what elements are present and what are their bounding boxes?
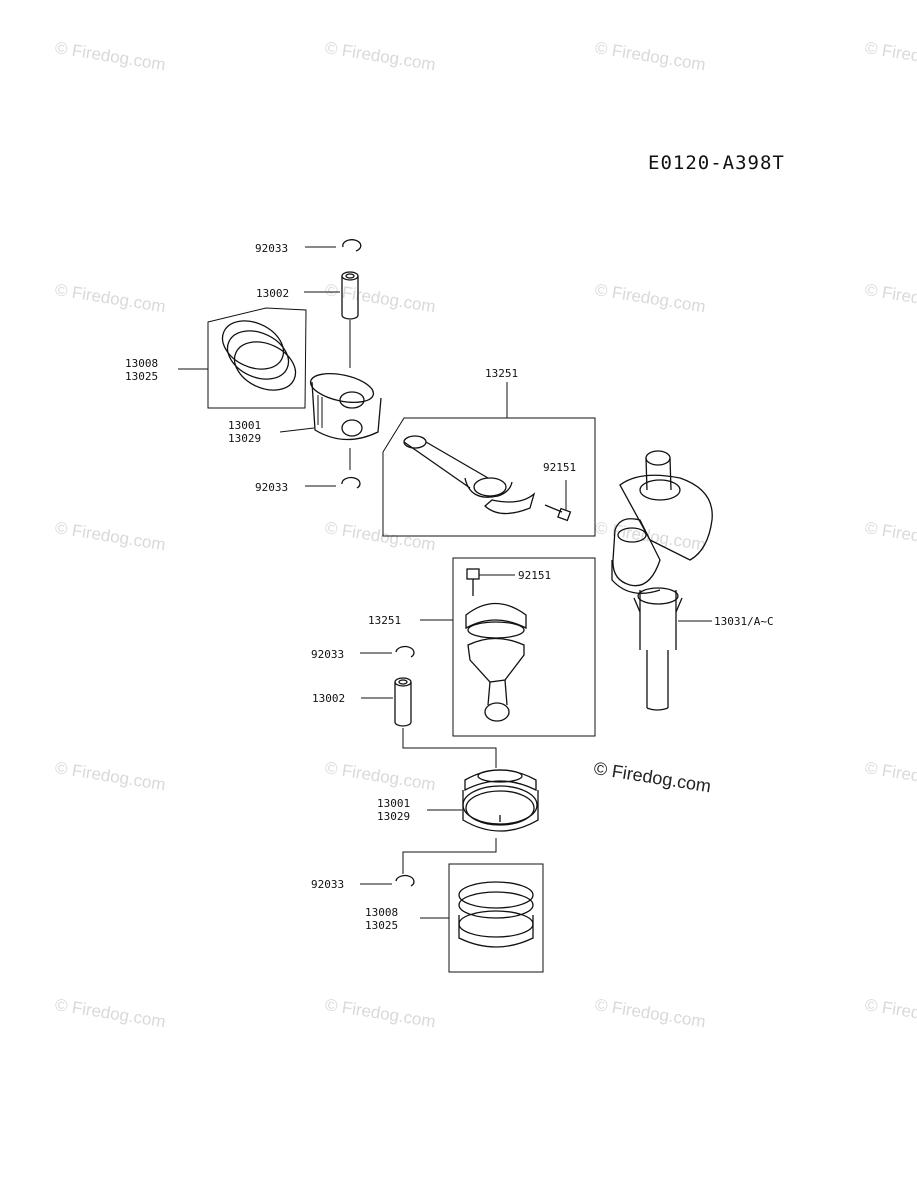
label-piston-pin-top: 13002 (256, 287, 290, 300)
label-snap-ring-bottom-lower: 92033 (311, 878, 345, 891)
label-piston-bottom-a: 13001 (377, 797, 411, 810)
label-bolt-top: 92151 (543, 461, 577, 474)
snap-ring-bottom (360, 645, 415, 658)
label-bolt-bottom: 92151 (518, 569, 552, 582)
piston-bottom (427, 769, 539, 832)
connecting-rod-top (382, 382, 596, 537)
snap-ring-top-lower (305, 476, 361, 489)
crankshaft (611, 450, 713, 711)
label-snap-ring-top: 92033 (255, 242, 289, 255)
diagram-code: E0120-A398T (648, 152, 785, 174)
label-connecting-rod-bottom: 13251 (368, 614, 402, 627)
piston-rings-bottom (420, 863, 544, 973)
piston-rings-top (178, 307, 307, 409)
label-piston-bottom-b: 13029 (377, 810, 411, 823)
label-crankshaft: 13031/A~C (714, 615, 774, 628)
label-rings-top-b: 13025 (125, 370, 159, 383)
label-piston-pin-bottom: 13002 (312, 692, 346, 705)
connecting-rod-bottom (420, 557, 596, 737)
label-snap-ring-bottom: 92033 (311, 648, 345, 661)
label-piston-top-b: 13029 (228, 432, 262, 445)
snap-ring-top (305, 239, 362, 252)
piston-top (279, 372, 382, 441)
piston-pin-bottom (361, 677, 412, 727)
label-connecting-rod-top: 13251 (485, 367, 519, 380)
label-piston-top-a: 13001 (228, 419, 262, 432)
label-rings-top-a: 13008 (125, 357, 159, 370)
label-snap-ring-top-lower: 92033 (255, 481, 289, 494)
snap-ring-bottom-lower (360, 874, 415, 887)
label-rings-bottom-b: 13025 (365, 919, 399, 932)
label-rings-bottom-a: 13008 (365, 906, 399, 919)
piston-pin-top (304, 271, 359, 320)
